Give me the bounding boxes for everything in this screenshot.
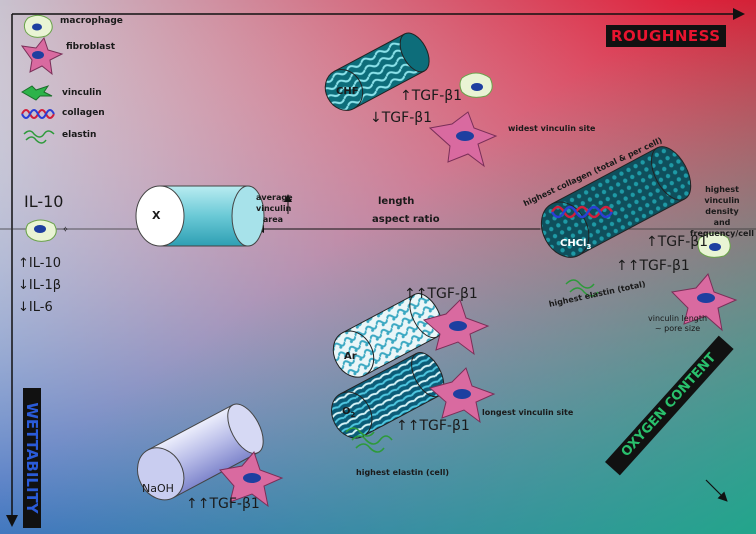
chf-fibroblast	[428, 111, 498, 168]
ar-fibroblast	[422, 299, 490, 356]
down-arrow-icon: ↓	[370, 110, 382, 126]
chf-tgf-down-text: TGF-β1	[381, 110, 433, 126]
chf-label: CHF	[336, 86, 359, 97]
ar-label: Ar	[344, 351, 357, 362]
naoh-tgf-text: TGF-β1	[209, 496, 260, 512]
down-arrow-icon: ↓	[18, 300, 29, 315]
il10-text: IL-10	[28, 256, 61, 271]
chf-tgf-up-text: TGF-β1	[411, 88, 463, 104]
il6-text: IL-6	[28, 300, 53, 315]
up-arrow-icon: ↑	[18, 256, 29, 271]
vinculin-density-text: vinculin density	[704, 196, 740, 216]
il10-title: IL-10	[24, 192, 64, 211]
chcl3-tgf-1: ↑TGF-β1	[646, 234, 708, 250]
legend-macrophage: macrophage	[60, 16, 123, 26]
collagen-icon	[21, 109, 55, 119]
up-arrow-icon: ↑	[407, 418, 420, 434]
fibroblast-icon	[20, 36, 64, 76]
chcl3-tgf-2: ↑↑TGF-β1	[616, 258, 690, 274]
wettability-label: WETTABILITY	[23, 388, 41, 528]
chcl3-fibroblast	[670, 273, 738, 332]
area-text: area	[262, 215, 284, 224]
o2-fibroblast	[428, 367, 496, 424]
o2-highest-elastin: highest elastin (cell)	[356, 468, 449, 477]
naoh-tgf: ↑↑TGF-β1	[186, 496, 260, 512]
down-arrow-icon: ↓	[18, 278, 29, 293]
pore-size-text: ~ pore size	[654, 324, 701, 333]
up-arrow-icon: ↑	[404, 286, 416, 302]
o2-label: O2	[342, 406, 355, 419]
cylinder-ar	[332, 293, 443, 378]
cylinder-chf	[324, 32, 430, 111]
cylinder-naoh	[137, 403, 264, 501]
up-arrow-icon: ↑	[627, 258, 640, 274]
chcl3-collagen	[550, 205, 614, 219]
oxygen-arrow	[705, 479, 728, 502]
up-arrow-icon: ↑	[197, 496, 210, 512]
chf-tgf-down: ↓TGF-β1	[370, 110, 432, 126]
chcl3-elastin	[565, 279, 599, 297]
chcl3-highest-vinculin: highest vinculin density and frequency/c…	[688, 184, 756, 239]
cylinder-x	[135, 185, 265, 247]
svg-text:✧: ✧	[62, 225, 69, 234]
o2-text: O	[342, 406, 351, 417]
average-vinculin-area: average vinculin area	[256, 192, 293, 225]
chf-tgf-up: ↑TGF-β1	[400, 88, 462, 104]
up-arrow-icon: ↑	[396, 418, 408, 434]
ar-tgf-text: TGF-β1	[427, 286, 478, 302]
chcl3-text: CHCl	[560, 238, 587, 249]
o2-tgf: ↑↑TGF-β1	[396, 418, 470, 434]
il6-row: ↓IL-6	[18, 300, 53, 315]
macrophage-icon	[23, 14, 53, 38]
naoh-fibroblast	[219, 451, 284, 508]
up-arrow-icon: ↑	[646, 234, 658, 250]
naoh-label: NaOH	[142, 482, 174, 495]
up-arrow-icon: ↑	[616, 258, 628, 274]
o2-longest-vinculin: longest vinculin site	[482, 408, 574, 417]
frequency-text: and frequency/cell	[690, 218, 754, 238]
chcl3-label: CHCl3	[560, 238, 591, 251]
vinculin-length-text: vinculin length	[648, 314, 708, 323]
ar-tgf: ↑↑TGF-β1	[404, 286, 478, 302]
chcl3-vinculin-length: vinculin length ~ pore size	[648, 314, 707, 334]
x-label: X	[152, 209, 161, 222]
il1b-text: IL-1β	[28, 278, 62, 293]
aspect-ratio-label: aspect ratio	[372, 214, 440, 225]
average-text: average	[256, 193, 293, 202]
legend-fibroblast: fibroblast	[66, 42, 115, 52]
up-arrow-icon: ↑	[400, 88, 412, 104]
length-label: length	[378, 196, 415, 207]
chcl3-macrophage	[697, 232, 731, 258]
o2-tgf-text: TGF-β1	[419, 418, 470, 434]
roughness-label: ROUGHNESS	[606, 25, 726, 47]
chf-widest-vinculin: widest vinculin site	[508, 124, 596, 133]
chcl3-subscript: 3	[586, 243, 592, 251]
vinculin-text: vinculin	[256, 204, 292, 213]
chf-macrophage	[459, 72, 493, 98]
cylinder-chcl3	[540, 146, 692, 258]
o2-elastin	[345, 427, 393, 453]
il10-macrophage: ✧	[25, 219, 69, 242]
up-arrow-icon: ↑	[415, 286, 428, 302]
il10-row: ↑IL-10	[18, 256, 61, 271]
legend-elastin: elastin	[62, 130, 97, 140]
legend-vinculin: vinculin	[62, 88, 102, 98]
highest-text: highest	[705, 185, 739, 194]
up-arrow-icon: ↑	[186, 496, 198, 512]
chcl3-tgf-2-text: TGF-β1	[639, 258, 690, 274]
vinculin-icon	[21, 85, 53, 101]
il1b-row: ↓IL-1β	[18, 278, 61, 293]
chcl3-tgf-1-text: TGF-β1	[657, 234, 709, 250]
legend-collagen: collagen	[62, 108, 105, 118]
elastin-icon	[23, 130, 55, 144]
o2-subscript: 2	[350, 411, 356, 419]
